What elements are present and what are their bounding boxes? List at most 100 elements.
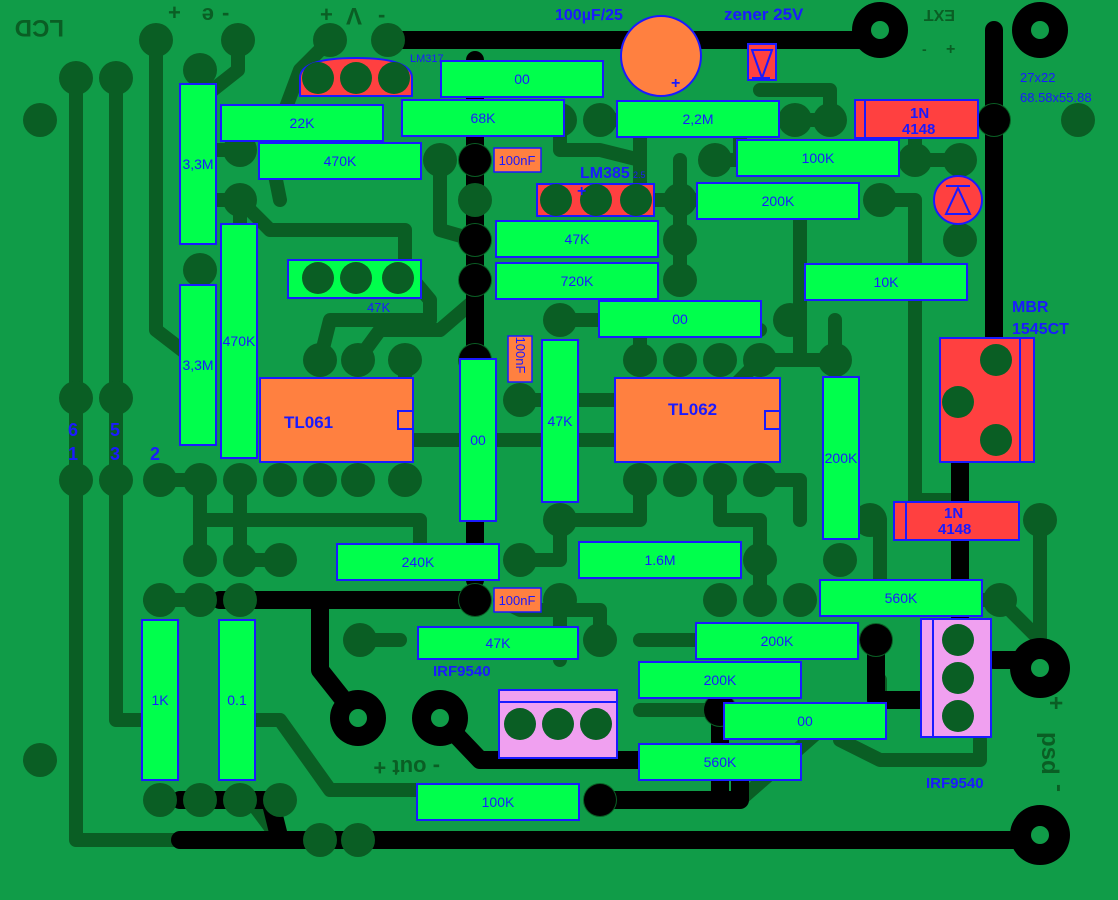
pad [99,463,133,497]
resistor-label: 0.1 [227,692,247,708]
pad [183,583,217,617]
resistor-r-720k[interactable] [495,262,659,300]
resistor-r-200k-v[interactable] [822,376,860,540]
label-pin-5: 5 [110,420,120,440]
part-pad [980,424,1012,456]
pad [99,61,133,95]
label-diode-top-a: 1N [910,105,929,122]
pad [263,783,297,817]
label-tl062: TL062 [668,400,717,419]
label-lm385: LM385 [580,165,630,182]
pad [743,463,777,497]
diode-1n4148-bottom-band [893,501,907,541]
pad [341,823,375,857]
pad-power [584,784,616,816]
capacitor-100nf-bottom[interactable] [493,587,542,613]
label-lm385-plus: + [577,183,586,200]
pad [818,343,852,377]
resistor-r-200k-top[interactable] [696,182,860,220]
pad-power [978,104,1010,136]
pad [458,183,492,217]
pad [303,823,337,857]
pad-power [459,224,491,256]
resistor-label: 240K [402,554,435,570]
tl062-notch [764,410,781,430]
pad [543,503,577,537]
resistor-r-470k-v[interactable] [220,223,258,459]
resistor-r-1k[interactable] [141,619,179,781]
pad [183,463,217,497]
resistor-r-01[interactable] [218,619,256,781]
resistor-r-200k-b[interactable] [638,661,802,699]
label-ext-minus: - [922,41,927,57]
pad [1023,503,1057,537]
capacitor-100nf-top[interactable] [493,147,542,173]
pad [223,783,257,817]
pad [623,343,657,377]
resistor-r-100k-bot[interactable] [416,783,580,821]
pad [143,463,177,497]
irf9540-right-tab [920,618,934,738]
pad [183,53,217,87]
resistor-r-68k[interactable] [401,99,565,137]
resistor-r-00-top[interactable] [440,60,604,98]
pad [503,383,537,417]
part-pad [980,344,1012,376]
pad [813,103,847,137]
label-lcd: LCD [15,14,64,41]
diode-1n4148-bottom-body[interactable] [893,501,1020,541]
led-diode-body[interactable] [933,175,983,225]
tl061-body[interactable] [259,377,414,463]
label-ext-plus: + [946,41,955,58]
tl062-body[interactable] [614,377,781,463]
resistor-r-470k-top[interactable] [258,142,422,180]
capacitor-100uf-body[interactable] [620,15,702,97]
label-pin-2: 2 [150,444,160,464]
pad [783,583,817,617]
resistor-r-560k-bot[interactable] [638,743,802,781]
resistor-r-47k-bot[interactable] [417,626,579,660]
resistor-label: 200K [704,672,737,688]
pad [663,183,697,217]
pad [343,623,377,657]
pad [341,343,375,377]
resistor-r-560k-top[interactable] [819,579,983,617]
pad [183,783,217,817]
resistor-label: 3,3M [182,156,213,172]
resistor-r-100k-top[interactable] [736,139,900,177]
pads [23,23,1095,857]
part-pad [942,624,974,656]
pad [823,543,857,577]
pad [183,543,217,577]
resistor-r-47k-v[interactable] [541,339,579,503]
resistor-label: 10K [874,274,900,290]
pad [898,143,932,177]
label-diode-bottom-b: 4148 [938,521,971,538]
resistor-r-22k[interactable] [220,104,384,142]
pad [773,303,807,337]
resistor-r-3m3-bot[interactable] [179,284,217,446]
label-psd-minus: - [1046,784,1073,792]
resistor-r-2m2[interactable] [616,100,780,138]
resistor-r-200k-a[interactable] [695,622,859,660]
resistor-r-240k[interactable] [336,543,500,581]
resistor-r-47k-mid[interactable] [495,220,659,258]
resistor-r-00-mid[interactable] [598,300,762,338]
irf9540-left-tab [498,689,618,703]
pad [583,103,617,137]
pad [59,463,93,497]
pad [983,583,1017,617]
capacitor-100nf-mid[interactable] [507,335,533,383]
resistor-r-00-low[interactable] [723,702,887,740]
resistor-r-3m3-top[interactable] [179,83,217,245]
mbr1545ct-tab [1019,337,1035,463]
label-v: V [346,2,362,29]
resistor-r-00-v[interactable] [459,358,497,522]
resistor-label: 68K [471,110,497,126]
pad [1061,103,1095,137]
resistor-label: 47K [548,413,574,429]
resistor-r-1m6[interactable] [578,541,742,579]
pad [943,143,977,177]
resistor-r-10k[interactable] [804,263,968,301]
